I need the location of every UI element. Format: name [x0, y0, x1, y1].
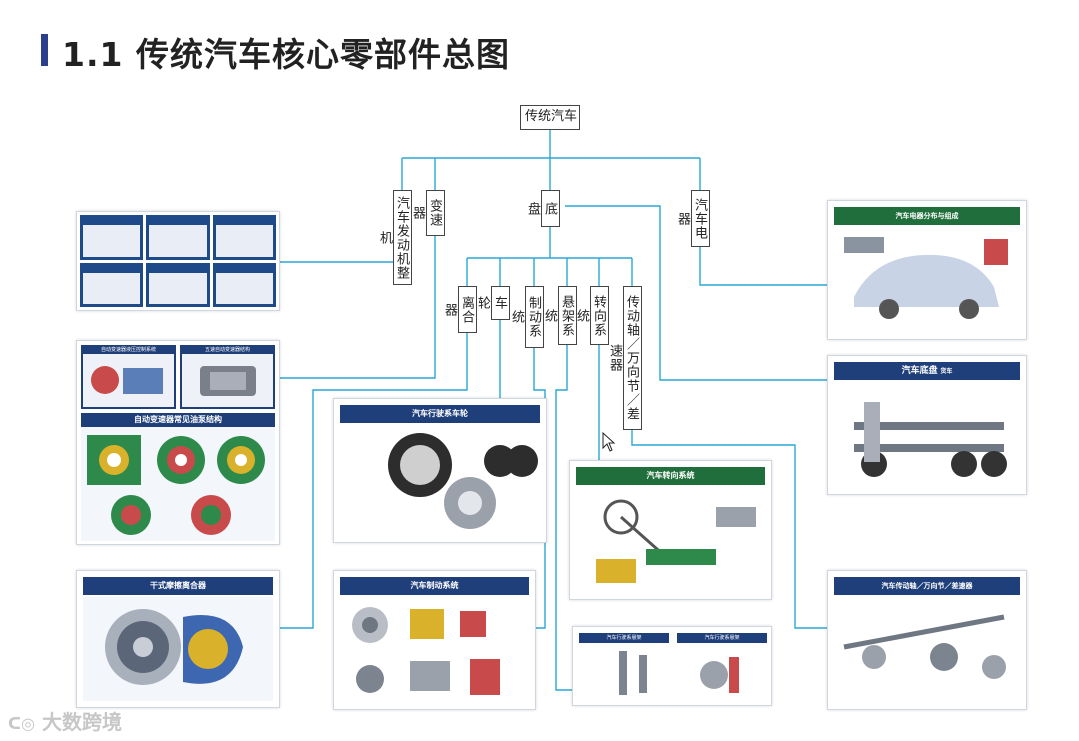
transmission-sub-right: 五速自动变速器结构 [180, 345, 275, 409]
brake-panel-body [340, 597, 529, 703]
chassis-panel-body [834, 382, 1020, 488]
chassis-panel-tag: 货车 [940, 368, 953, 375]
panel-wheel: 汽车行驶系车轮 [333, 398, 547, 543]
node-suspension: 悬架系统 [542, 286, 577, 345]
brake-panel-header: 汽车制动系统 [340, 577, 529, 595]
engine-thumbnail [212, 215, 276, 260]
node-engine: 汽车发动机整机 [377, 190, 412, 285]
chassis-panel-title: 汽车底盘 [901, 366, 938, 376]
wheel-panel-body [340, 425, 540, 536]
node-traditional-car: 传统汽车 [520, 105, 580, 130]
transmission-sub-left: 自动变速器液压控制系统 [81, 345, 176, 409]
clutch-panel-body [83, 597, 273, 701]
suspension-left-header: 汽车行驶系悬架 [579, 633, 669, 643]
title-accent-bar [41, 34, 48, 66]
engine-thumbnail-grid [80, 215, 276, 307]
steering-panel-header: 汽车转向系统 [576, 467, 765, 485]
wheel-panel-header: 汽车行驶系车轮 [340, 405, 540, 423]
panel-transmission: 自动变速器液压控制系统 五速自动变速器结构 自动变速器常见油泵结构 [76, 340, 280, 545]
node-clutch: 离合器 [442, 286, 477, 333]
truck-chassis-icon [854, 402, 1007, 477]
transmission-left-title: 自动变速器液压控制系统 [100, 347, 156, 353]
panel-clutch: 干式摩擦离合器 [76, 570, 280, 708]
panel-steering: 汽车转向系统 [569, 460, 772, 600]
panel-chassis: 汽车底盘 货车 [827, 355, 1027, 495]
node-gearbox: 变速器 [410, 190, 445, 236]
gearbox-drawing-icon [200, 366, 256, 396]
node-brake: 制动系统 [509, 286, 544, 348]
panel-electric: 汽车电器分布与组成 [827, 200, 1027, 340]
hydraulic-diagram-icon [91, 366, 163, 394]
suspension-strut-icon [619, 651, 739, 695]
node-chassis: 底盘 [525, 190, 560, 227]
transmission-main-header: 自动变速器常见油泵结构 [81, 413, 275, 427]
brake-system-icon [352, 607, 500, 695]
engine-thumbnail [146, 262, 210, 307]
transmission-main-body [81, 427, 275, 541]
panel-driveline: 汽车传动轴／万向节／差速器 [827, 570, 1027, 710]
node-electric: 汽车电器 [675, 190, 710, 247]
oil-pump-diagrams-icon [87, 435, 265, 535]
driveline-panel-header: 汽车传动轴／万向节／差速器 [834, 577, 1020, 595]
mouse-pointer-icon [602, 432, 616, 452]
tire-wheel-icon [388, 433, 538, 529]
node-wheel: 车轮 [475, 286, 510, 320]
steering-system-icon [596, 499, 756, 583]
electric-panel-header: 汽车电器分布与组成 [834, 207, 1020, 225]
driveshaft-icon [843, 614, 1006, 679]
steering-panel-body [576, 487, 765, 593]
panel-engine [76, 211, 280, 311]
electric-panel-body [834, 227, 1020, 333]
node-steering: 转向系统 [574, 286, 609, 345]
engine-thumbnail [80, 262, 144, 307]
car-electrical-icon [844, 237, 1008, 319]
watermark-text: 大数跨境 [41, 710, 122, 734]
panel-suspension: 汽车行驶系悬架 汽车行驶系悬架 [572, 626, 772, 706]
driveline-panel-body [834, 597, 1020, 703]
suspension-panel-body [579, 645, 765, 699]
engine-thumbnail [146, 215, 210, 260]
transmission-right-title: 五速自动变速器结构 [204, 347, 250, 353]
engine-thumbnail [80, 215, 144, 260]
watermark: ᑕ◎ 大数跨境 [8, 706, 122, 735]
watermark-logo-icon: ᑕ◎ [8, 714, 36, 733]
node-driveline: 传动轴／万向节／差速器 [607, 286, 642, 430]
page-title: 1.1 传统汽车核心零部件总图 [62, 35, 510, 74]
transmission-left-image [83, 354, 174, 407]
clutch-panel-header: 干式摩擦离合器 [83, 577, 273, 595]
clutch-disc-icon [105, 609, 243, 685]
transmission-right-image [182, 354, 273, 407]
panel-brake: 汽车制动系统 [333, 570, 536, 710]
chassis-panel-header: 汽车底盘 货车 [834, 362, 1020, 380]
suspension-right-header: 汽车行驶系悬架 [677, 633, 767, 643]
engine-thumbnail [212, 262, 276, 307]
